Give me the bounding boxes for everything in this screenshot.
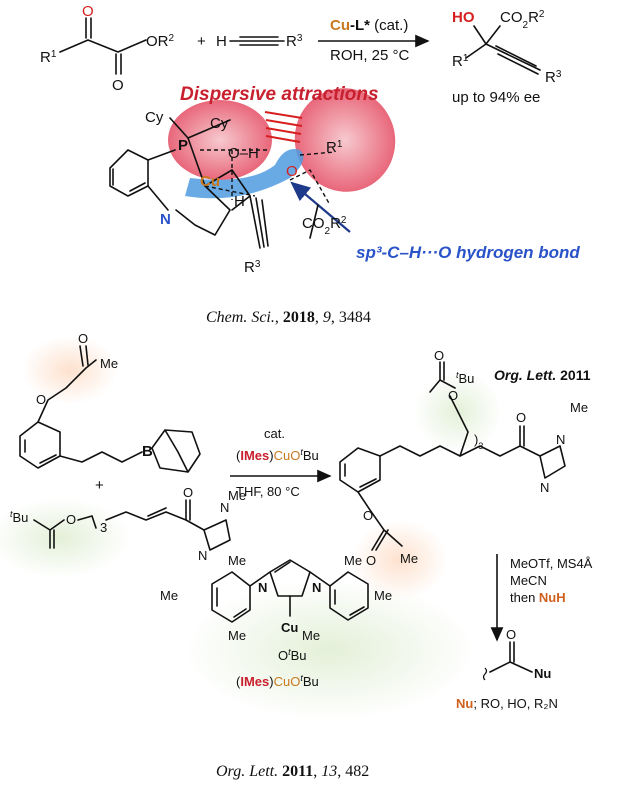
copper-label: Cu	[200, 173, 220, 190]
acyl-o: O	[506, 627, 516, 642]
r1-label: R1	[40, 49, 57, 67]
plus-sign-top: +	[197, 33, 206, 50]
o-acceptor-label: O	[286, 163, 298, 180]
imes-cu-complex-structure: Me Me Me Me Me Me N N Cu OtBu (IMes)CuOt…	[160, 553, 392, 689]
arylborane-structure: O Me O B +	[19, 331, 201, 494]
cy-label-2: Cy	[210, 115, 229, 132]
acetate-halo-2	[352, 520, 448, 600]
methylene-n3-2: )3	[474, 432, 483, 451]
mes-me-1: Me	[228, 553, 246, 568]
product-r3: R3	[545, 69, 562, 87]
tbu-label-2: tBu	[456, 370, 474, 386]
complex-otbu: OtBu	[278, 647, 307, 663]
catalyst-cat-label: cat.	[264, 426, 285, 441]
acetate-o-1: O	[78, 331, 88, 346]
catalyst-label: Cu-L* (cat.)	[330, 17, 408, 34]
cy-label-1: Cy	[145, 109, 164, 126]
alkyne-h: H	[216, 33, 227, 50]
ketone-o: O	[516, 410, 526, 425]
acyl-nu-structure: O Nu Nu; RO, HO, R₂N	[456, 627, 558, 711]
carbonyl-o-1: O	[82, 3, 94, 20]
aryl-o: O	[36, 392, 46, 407]
dispersive-ellipse-right	[294, 88, 396, 192]
imidazole-n2: N	[198, 548, 207, 563]
acetate-me-1: Me	[100, 356, 118, 371]
or2-label: OR2	[146, 33, 175, 51]
product-co2r2: CO2R2	[500, 9, 545, 31]
dispersive-attractions-label: Dispersive attractions	[180, 84, 379, 105]
complex-caption: (IMes)CuOtBu	[236, 673, 319, 689]
hbond-arrow	[290, 181, 351, 233]
bottom-reaction-arrow: cat. (IMes)CuOtBu THF, 80 °C	[230, 426, 332, 499]
acetate-me-2: Me	[400, 551, 418, 566]
n-methyl-2: Me	[570, 400, 588, 415]
mes-me-3: Me	[228, 628, 246, 643]
ligand-halo	[185, 580, 475, 720]
oh-label: O–H	[228, 145, 259, 162]
imes-cuotbu-label: (IMes)CuOtBu	[236, 447, 319, 463]
carbonyl-o-2: O	[112, 77, 124, 94]
enone-o: O	[183, 485, 193, 500]
dispersive-hatching	[264, 111, 303, 143]
methylene-n3: 3	[100, 520, 107, 535]
complex-cu: Cu	[281, 620, 298, 635]
citation-chem-sci: Chem. Sci., 2018, 9, 3484	[206, 309, 371, 326]
imes-n-1: N	[258, 580, 267, 595]
conditions-label: ROH, 25 °C	[330, 47, 410, 64]
conjugate-adduct-structure: O tBu O )3 O N N Me O O Me	[339, 348, 588, 568]
imidazole-n3: N	[556, 432, 565, 447]
boron-label: B	[142, 443, 153, 460]
hydrogen-bond-label: sp³-C–H···O hydrogen bond	[356, 243, 580, 262]
imidazole-n4: N	[540, 480, 549, 495]
acetate-o-2: O	[366, 553, 376, 568]
enone-structure: tBu O 3 O N N Me	[10, 485, 246, 563]
ester-o-1: O	[66, 512, 76, 527]
org-lett-header: Org. Lett. 2011	[494, 367, 591, 383]
mes-me-6: Me	[302, 628, 320, 643]
r3-complex: R3	[244, 259, 261, 277]
ee-label: up to 94% ee	[452, 89, 540, 106]
mes-me-2: Me	[160, 588, 178, 603]
top-reaction-arrow: Cu-L* (cat.) ROH, 25 °C	[318, 17, 430, 64]
derivatization-arrow: MeOTf, MS4Å MeCN then NuH	[490, 554, 593, 642]
citation-org-lett: Org. Lett. 2011, 13, 482	[216, 763, 369, 780]
then-nuh-label: then NuH	[510, 590, 566, 605]
plus-sign-bottom: +	[95, 477, 104, 494]
nu-product-label: Nu	[534, 666, 551, 681]
imidazole-n1: N	[220, 500, 229, 515]
ketoester-structure: O O R1 OR2	[40, 3, 175, 94]
alkyne-structure: H R3	[216, 33, 303, 51]
tbu-label-1: tBu	[10, 509, 28, 525]
thf-conditions-label: THF, 80 °C	[236, 484, 300, 499]
alkyne-r3: R3	[286, 33, 303, 51]
ch-o-band	[185, 149, 304, 199]
n-methyl-1: Me	[228, 488, 246, 503]
nu-list-label: Nu; RO, HO, R₂N	[456, 696, 558, 711]
nitrogen-label: N	[160, 211, 171, 228]
ester-o-3: O	[448, 388, 458, 403]
mecn-label: MeCN	[510, 573, 547, 588]
product-ho: HO	[452, 9, 475, 26]
mes-me-5: Me	[374, 588, 392, 603]
transition-state-structure: Cy Cy P O–H Cu N H O R1 CO2R2 R3	[109, 109, 347, 277]
product-r1: R1	[452, 53, 469, 71]
imes-n-2: N	[312, 580, 321, 595]
ester-o-2: O	[434, 348, 444, 363]
co2r2-complex: CO2R2	[302, 215, 347, 237]
aryl-o-2: O	[363, 508, 373, 523]
propargyl-product-structure: HO CO2R2 R1 R3 up to 94% ee	[452, 9, 562, 107]
acetate-halo-1	[22, 336, 118, 404]
meotf-label: MeOTf, MS4Å	[510, 556, 593, 571]
dispersive-ellipse-left	[168, 100, 272, 180]
phosphorus-label: P	[178, 137, 188, 154]
h-label: H	[234, 193, 245, 210]
mes-me-4: Me	[344, 553, 362, 568]
ester-halo-1	[0, 498, 130, 578]
